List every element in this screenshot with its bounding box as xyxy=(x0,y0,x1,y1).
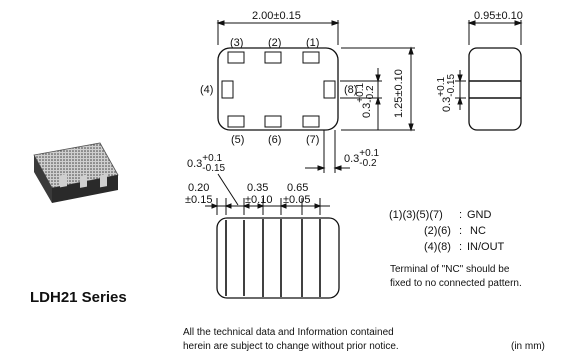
width-dimension: 1.25±0.10 xyxy=(393,69,405,118)
pad-width-base: 0.3 xyxy=(361,102,374,118)
edge-tolerance: ±0.15 xyxy=(185,194,213,206)
pin-label-1: (1) xyxy=(306,37,320,49)
pin-label-3: (3) xyxy=(230,37,244,49)
edge-value: 0.20 xyxy=(188,182,210,194)
pin-label-4: (4) xyxy=(200,84,214,96)
top-view xyxy=(216,20,415,173)
legend-func-io: IN/OUT xyxy=(467,241,505,253)
legend-sep-io: : xyxy=(459,241,463,253)
series-title: LDH21 Series xyxy=(30,289,127,306)
side-pad-minus: -0.15 xyxy=(446,73,457,97)
side-pad-base: 0.3 xyxy=(441,96,453,112)
pin-label-8: (8) xyxy=(344,84,358,96)
thickness-dimension: 0.95±0.10 xyxy=(474,10,523,22)
pad-length-dimension: 0.3+0.1-0.2 xyxy=(344,149,379,169)
pin-label-5: (5) xyxy=(231,134,245,146)
note-line-1: Terminal of "NC" should be xyxy=(390,264,510,275)
bottom-view xyxy=(205,173,340,299)
legend-func-gnd: GND xyxy=(467,209,492,221)
bottom-pad-width-dimension: 0.3+0.1-0.15 xyxy=(187,154,225,174)
length-dimension: 2.00±0.15 xyxy=(252,10,301,22)
pad-width-minus: -0.2 xyxy=(365,85,376,103)
legend-pins-gnd: (1)(3)(5)(7) xyxy=(389,209,443,221)
pin-label-2: (2) xyxy=(268,37,282,49)
note-line-2: fixed to no connected pattern. xyxy=(390,278,522,289)
bottom-pad-width-base: 0.3 xyxy=(187,158,203,170)
bottom-pad-width-minus: -0.15 xyxy=(202,163,226,174)
pin-label-6: (6) xyxy=(268,134,282,146)
disclaimer-line-1: All the technical data and Information c… xyxy=(183,327,394,338)
bottom-pad-width-plus: +0.1 xyxy=(202,153,223,164)
pitch-tolerance: ±0.05 xyxy=(283,194,311,206)
component-photo xyxy=(33,142,119,203)
disclaimer-line-2: herein are subject to change without pri… xyxy=(183,341,399,352)
pad-length-plus: +0.1 xyxy=(359,148,380,159)
pad-gap-tolerance: ±0.10 xyxy=(245,194,273,206)
unit-label: (in mm) xyxy=(511,341,545,352)
pad-width-dimension: 0.3+0.1-0.2 xyxy=(355,83,376,118)
pitch-value: 0.65 xyxy=(287,182,309,194)
pin-label-7: (7) xyxy=(306,134,320,146)
pad-length-minus: -0.2 xyxy=(359,158,377,169)
side-view xyxy=(455,20,523,131)
pad-gap-value: 0.35 xyxy=(247,182,269,194)
legend-sep-nc: : xyxy=(459,225,463,237)
pad-length-base: 0.3 xyxy=(344,153,360,165)
legend-pins-io: (4)(8) xyxy=(424,241,451,253)
legend-pins-nc: (2)(6) xyxy=(424,225,451,237)
legend-func-nc: NC xyxy=(470,225,486,237)
legend-sep-gnd: : xyxy=(459,209,463,221)
side-pad-dimension: 0.3+0.1-0.15 xyxy=(436,73,457,112)
